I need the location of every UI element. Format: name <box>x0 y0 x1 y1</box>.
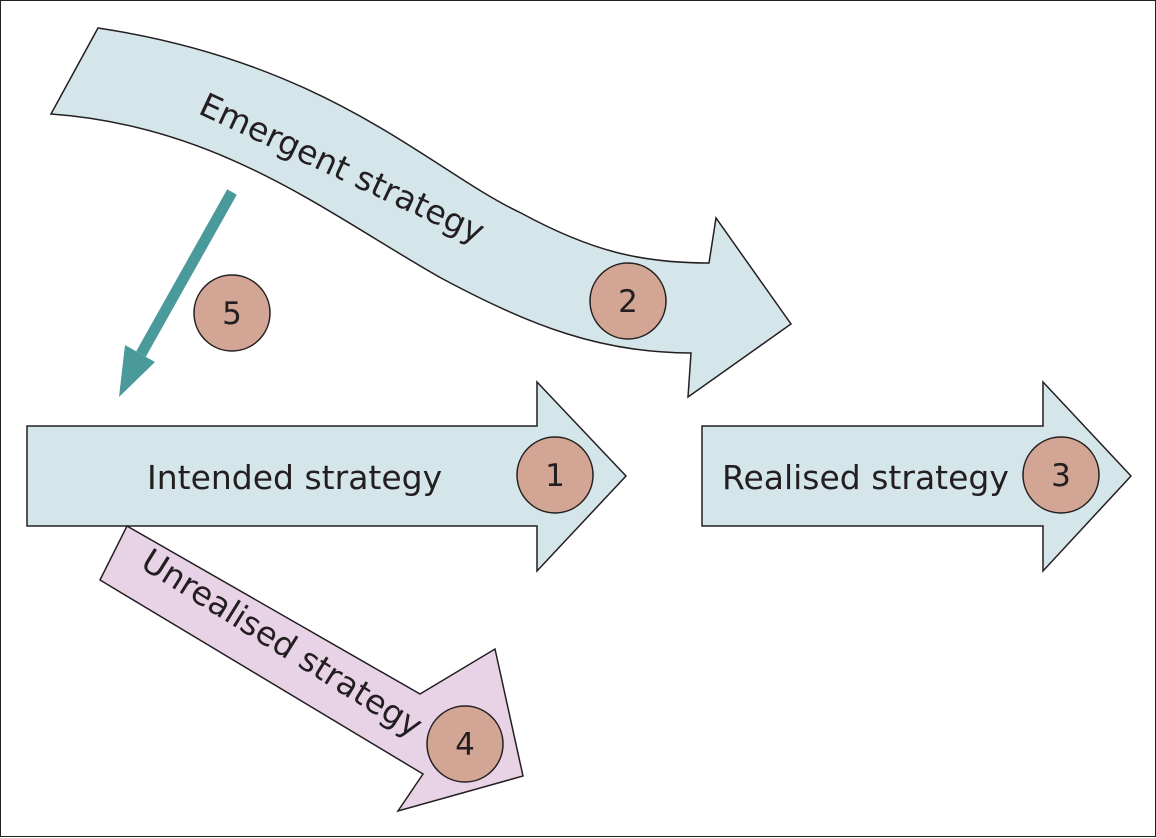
realised-strategy-arrow: Realised strategy 3 <box>701 380 1133 573</box>
realised-badge: 3 <box>1022 436 1100 514</box>
unrealised-badge: 4 <box>426 705 504 783</box>
intended-badge-number: 1 <box>545 458 565 494</box>
emergent-badge: 2 <box>589 262 667 340</box>
realised-arrow-shape <box>701 380 1133 573</box>
intended-strategy-arrow: Intended strategy 1 <box>26 380 628 573</box>
pointer-badge: 5 <box>193 274 271 352</box>
intended-arrow-shape <box>26 380 628 573</box>
emergent-strategy-arrow: Emergent strategy 2 <box>49 27 793 399</box>
pointer-arrow <box>119 189 237 397</box>
pointer-badge-number: 5 <box>222 296 242 332</box>
emergent-badge-number: 2 <box>618 284 638 320</box>
pointer-arrow-head <box>119 345 155 397</box>
realised-strategy-label: Realised strategy <box>722 458 1009 497</box>
pointer-arrow-shaft <box>136 189 237 357</box>
intended-badge: 1 <box>516 436 594 514</box>
realised-badge-number: 3 <box>1051 458 1071 494</box>
unrealised-badge-number: 4 <box>455 727 475 763</box>
intended-strategy-label: Intended strategy <box>147 458 442 497</box>
unrealised-arrow-shape <box>99 524 524 813</box>
unrealised-strategy-label: Unrealised strategy <box>135 541 430 745</box>
unrealised-strategy-arrow: Unrealised strategy 4 <box>99 524 524 813</box>
